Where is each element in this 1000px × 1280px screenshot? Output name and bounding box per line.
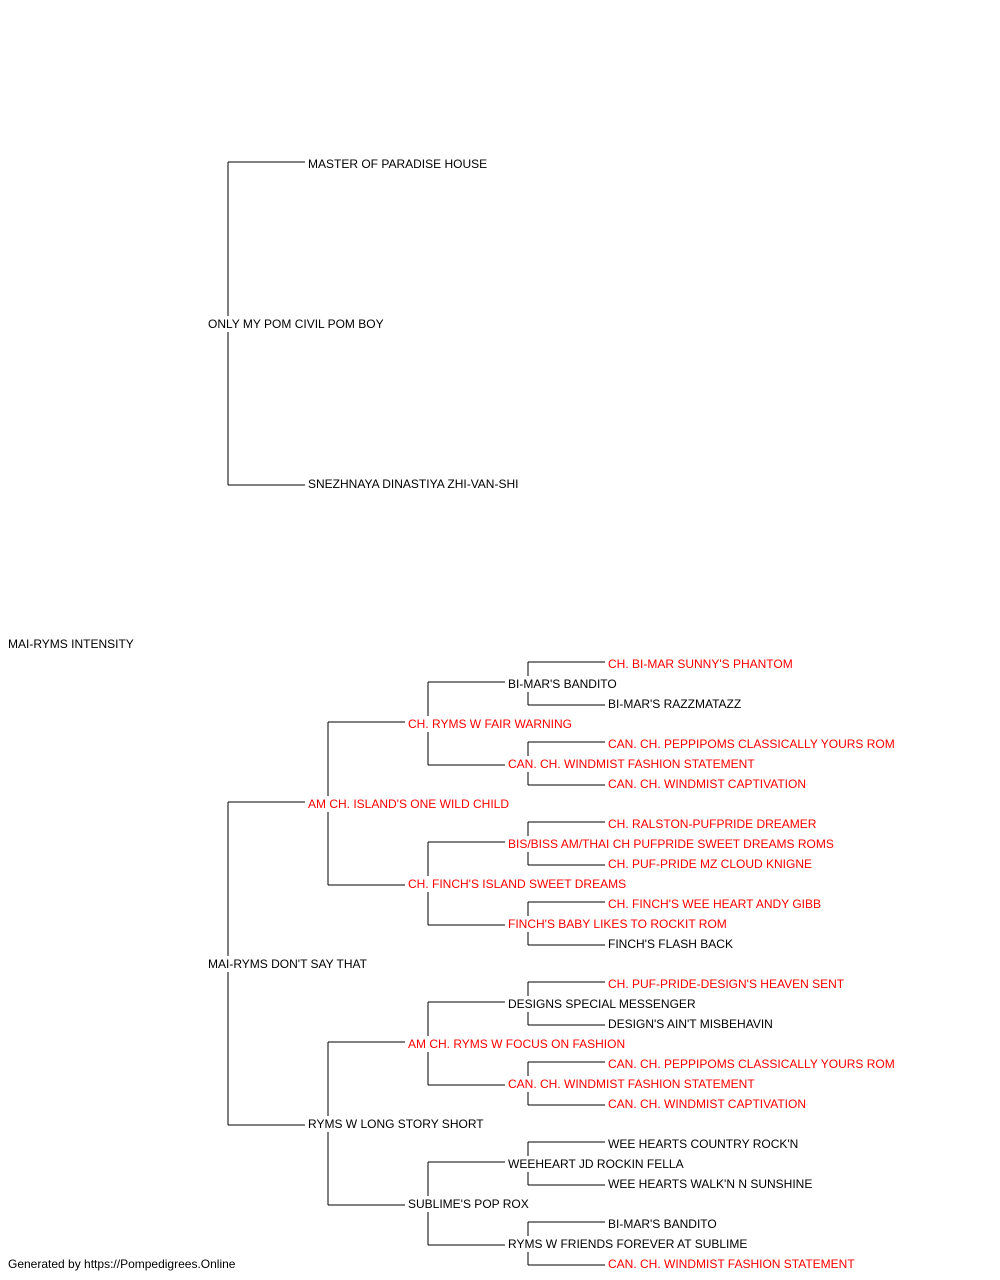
ancestor-dssssd-name: BI-MAR'S RAZZMATAZZ xyxy=(608,697,742,711)
ancestor-sssss-name: CH. BI-MAR SUNNY'S PHANTOM xyxy=(608,657,793,671)
ancestor-dddds-name: BI-MAR'S BANDITO xyxy=(608,1217,717,1231)
dam-dam-dam-dam-name: RYMS W FRIENDS FOREVER AT SUBLIME xyxy=(508,1237,748,1251)
dam-sire-sire-name: CH. RYMS W FAIR WARNING xyxy=(408,717,573,731)
ancestor-ddssd-name: DESIGN'S AIN'T MISBEHAVIN xyxy=(608,1017,773,1031)
ancestor-dsdss-name: CH. RALSTON-PUFPRIDE DREAMER xyxy=(608,817,817,831)
dam-dam-sire-name: AM CH. RYMS W FOCUS ON FASHION xyxy=(408,1037,626,1051)
ancestor-dddss-name: WEE HEARTS COUNTRY ROCK'N xyxy=(608,1137,799,1151)
ancestor-ddsds-name: CAN. CH. PEPPIPOMS CLASSICALLY YOURS ROM xyxy=(608,1057,895,1071)
dam-dam-dam-sire-name: WEEHEART JD ROCKIN FELLA xyxy=(508,1157,684,1171)
sire-sire-name: MASTER OF PARADISE HOUSE xyxy=(308,157,488,171)
ancestor-dssdd-name: CAN. CH. WINDMIST CAPTIVATION xyxy=(608,777,807,791)
ancestor-ddsss-name: CH. PUF-PRIDE-DESIGN'S HEAVEN SENT xyxy=(608,977,845,991)
dam-sire-dam-dam-name: FINCH'S BABY LIKES TO ROCKIT ROM xyxy=(508,917,727,931)
sire-name: ONLY MY POM CIVIL POM BOY xyxy=(208,317,384,331)
dam-dam-sire-dam-name: CAN. CH. WINDMIST FASHION STATEMENT xyxy=(508,1077,755,1091)
dam-dam-sire-sire-name: DESIGNS SPECIAL MESSENGER xyxy=(508,997,696,1011)
dam-sire-sire-dam-name: CAN. CH. WINDMIST FASHION STATEMENT xyxy=(508,757,755,771)
dam-sire-dam-sire-name: BIS/BISS AM/THAI CH PUFPRIDE SWEET DREAM… xyxy=(508,837,834,851)
dam-name: MAI-RYMS DON'T SAY THAT xyxy=(208,957,367,971)
subject-name: MAI-RYMS INTENSITY xyxy=(8,637,134,651)
ancestor-ddsdd-name: CAN. CH. WINDMIST CAPTIVATION xyxy=(608,1097,807,1111)
ancestor-dddsd-name: WEE HEARTS WALK'N N SUNSHINE xyxy=(608,1177,813,1191)
ancestor-dsdsd-name: CH. PUF-PRIDE MZ CLOUD KNIGNE xyxy=(608,857,813,871)
generated-by-footer: Generated by https://Pompedigrees.Online xyxy=(8,1257,236,1271)
ancestor-ddddd-name: CAN. CH. WINDMIST FASHION STATEMENT xyxy=(608,1257,855,1271)
dam-sire-dam-name: CH. FINCH'S ISLAND SWEET DREAMS xyxy=(408,877,627,891)
ancestor-dsddd-name: FINCH'S FLASH BACK xyxy=(608,937,733,951)
sire-dam-name: SNEZHNAYA DINASTIYA ZHI-VAN-SHI xyxy=(308,477,519,491)
dam-sire-name: AM CH. ISLAND'S ONE WILD CHILD xyxy=(308,797,509,811)
ancestor-dssds-name: CAN. CH. PEPPIPOMS CLASSICALLY YOURS ROM xyxy=(608,737,895,751)
dam-dam-name: RYMS W LONG STORY SHORT xyxy=(308,1117,484,1131)
dam-dam-dam-name: SUBLIME'S POP ROX xyxy=(408,1197,529,1211)
ancestor-dsdds-name: CH. FINCH'S WEE HEART ANDY GIBB xyxy=(608,897,821,911)
dam-sire-sire-sire-name: BI-MAR'S BANDITO xyxy=(508,677,617,691)
